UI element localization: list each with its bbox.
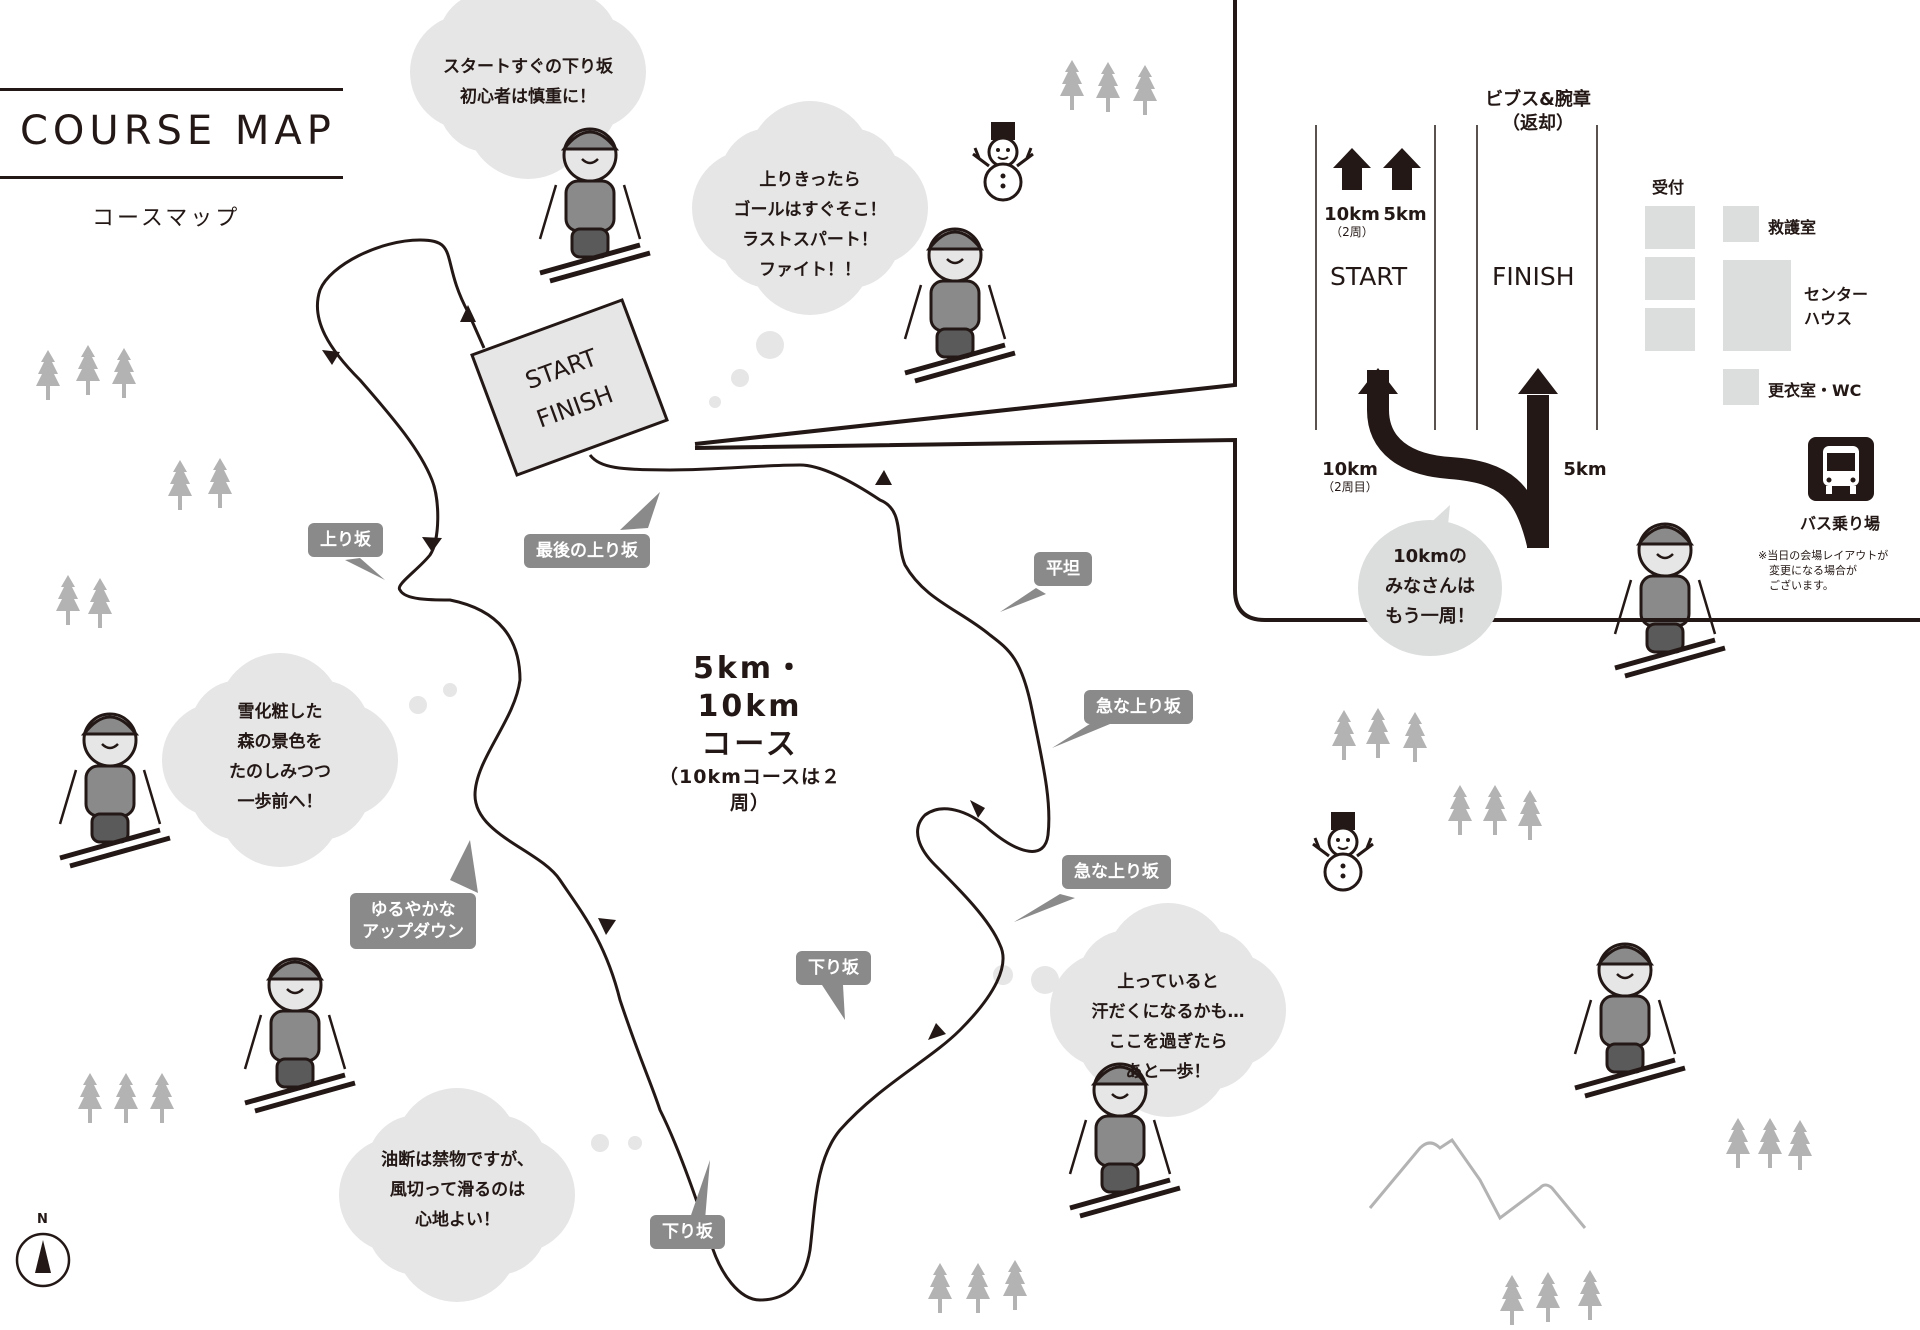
start-finish-box bbox=[470, 298, 669, 477]
center-house-line1: センター bbox=[1804, 285, 1869, 304]
reception-label: 受付 bbox=[1652, 178, 1685, 197]
start-5km-label: 5km bbox=[1383, 204, 1427, 225]
title-rule-bottom bbox=[0, 176, 343, 179]
skier-illustration bbox=[245, 959, 355, 1111]
thought-goal-near: 上りきったら ゴールはすぐそこ！ ラストスパート！ ファイト！！ bbox=[733, 170, 887, 280]
bibs-line2: （返却） bbox=[1502, 113, 1574, 134]
course-label-line2: 10km bbox=[697, 689, 803, 724]
split-10km-sub: （2周目） bbox=[1322, 480, 1378, 494]
center-house-line2: ハウス bbox=[1804, 309, 1853, 328]
start-10km-label: 10km （2周） bbox=[1322, 204, 1382, 240]
reception-booth bbox=[1645, 308, 1695, 351]
tag-last-climb: 最後の上り坂 bbox=[524, 534, 650, 568]
first-aid-label: 救護室 bbox=[1768, 218, 1817, 237]
reception-booth bbox=[1645, 257, 1695, 300]
skier-illustration bbox=[60, 714, 170, 866]
tag-downhill-1: 下り坂 bbox=[796, 951, 871, 985]
tag-steep-climb-1: 急な上り坂 bbox=[1084, 690, 1193, 724]
compass-north-label: N bbox=[37, 1212, 48, 1227]
course-label-note: （10kmコースは２周） bbox=[659, 766, 841, 814]
tag-flat: 平坦 bbox=[1034, 552, 1092, 586]
thought-start-downhill: スタートすぐの下り坂 初心者は慎重に！ bbox=[443, 57, 613, 107]
split-arrows bbox=[1358, 368, 1558, 548]
course-label-line3: コース bbox=[701, 727, 799, 762]
layout-change-notice: ※当日の会場レイアウトが 変更になる場合が ございます。 bbox=[1758, 549, 1889, 592]
tag-steep-climb-2: 急な上り坂 bbox=[1062, 855, 1171, 889]
page-title: COURSE MAP bbox=[20, 108, 336, 154]
title-rule-top bbox=[0, 88, 343, 91]
split-5km-label: 5km bbox=[1563, 459, 1607, 480]
course-label-line1: 5km・ bbox=[692, 651, 808, 686]
start-10km: 10km bbox=[1324, 204, 1380, 225]
compass-icon bbox=[15, 1232, 71, 1288]
venue-callout-frame bbox=[694, 0, 1920, 622]
center-house-label: センター ハウス bbox=[1804, 283, 1868, 331]
snowman-illustration bbox=[971, 120, 1035, 202]
course-center-label: 5km・ 10km コース （10kmコースは２周） bbox=[650, 650, 850, 816]
start-arrows bbox=[1333, 148, 1421, 190]
split-10km-label: 10km （2周目） bbox=[1310, 459, 1390, 495]
first-aid-room bbox=[1723, 206, 1759, 242]
skier-illustration bbox=[1575, 944, 1685, 1096]
lap-bubble bbox=[1358, 505, 1502, 656]
thought-careful: 油断は禁物ですが、 風切って滑るのは 心地よい！ bbox=[381, 1150, 534, 1230]
tag-tails bbox=[345, 492, 1110, 1220]
mountain-illustration bbox=[1368, 1137, 1587, 1229]
bibs-return-label: ビブス&腕章 （返却） bbox=[1478, 88, 1598, 136]
page-subtitle: コースマップ bbox=[92, 206, 241, 231]
snowman-illustration bbox=[1311, 810, 1375, 892]
skier-illustration bbox=[1615, 524, 1725, 676]
venue-finish-label: FINISH bbox=[1492, 262, 1575, 291]
course-route bbox=[315, 238, 1051, 1302]
tag-uphill: 上り坂 bbox=[308, 523, 383, 557]
venue-start-label: START bbox=[1330, 262, 1408, 291]
skier-illustration bbox=[905, 229, 1015, 381]
changing-wc-label: 更衣室・WC bbox=[1768, 381, 1862, 400]
tag-downhill-2: 下り坂 bbox=[650, 1215, 725, 1249]
thought-forest: 雪化粧した 森の景色を たのしみつつ 一歩前へ！ bbox=[229, 702, 331, 812]
tag-gentle-updown: ゆるやかな アップダウン bbox=[350, 893, 476, 949]
bus-icon bbox=[1808, 437, 1874, 501]
bibs-line1: ビブス&腕章 bbox=[1485, 89, 1591, 110]
center-house bbox=[1723, 260, 1791, 351]
venue-lane-lines bbox=[1315, 125, 1598, 430]
reception-booth bbox=[1645, 206, 1695, 249]
split-10km: 10km bbox=[1322, 459, 1378, 480]
lap-bubble-text: 10kmの みなさんは もう一周！ bbox=[1385, 546, 1475, 627]
thought-sweat: 上っていると 汗だくになるかも… ここを過ぎたら あと一歩！ bbox=[1091, 972, 1245, 1082]
changing-room-wc bbox=[1723, 369, 1759, 405]
bus-stop-label: バス乗り場 bbox=[1800, 514, 1881, 533]
start-10km-sub: （2周） bbox=[1330, 225, 1374, 239]
course-direction-arrows bbox=[322, 305, 985, 1040]
